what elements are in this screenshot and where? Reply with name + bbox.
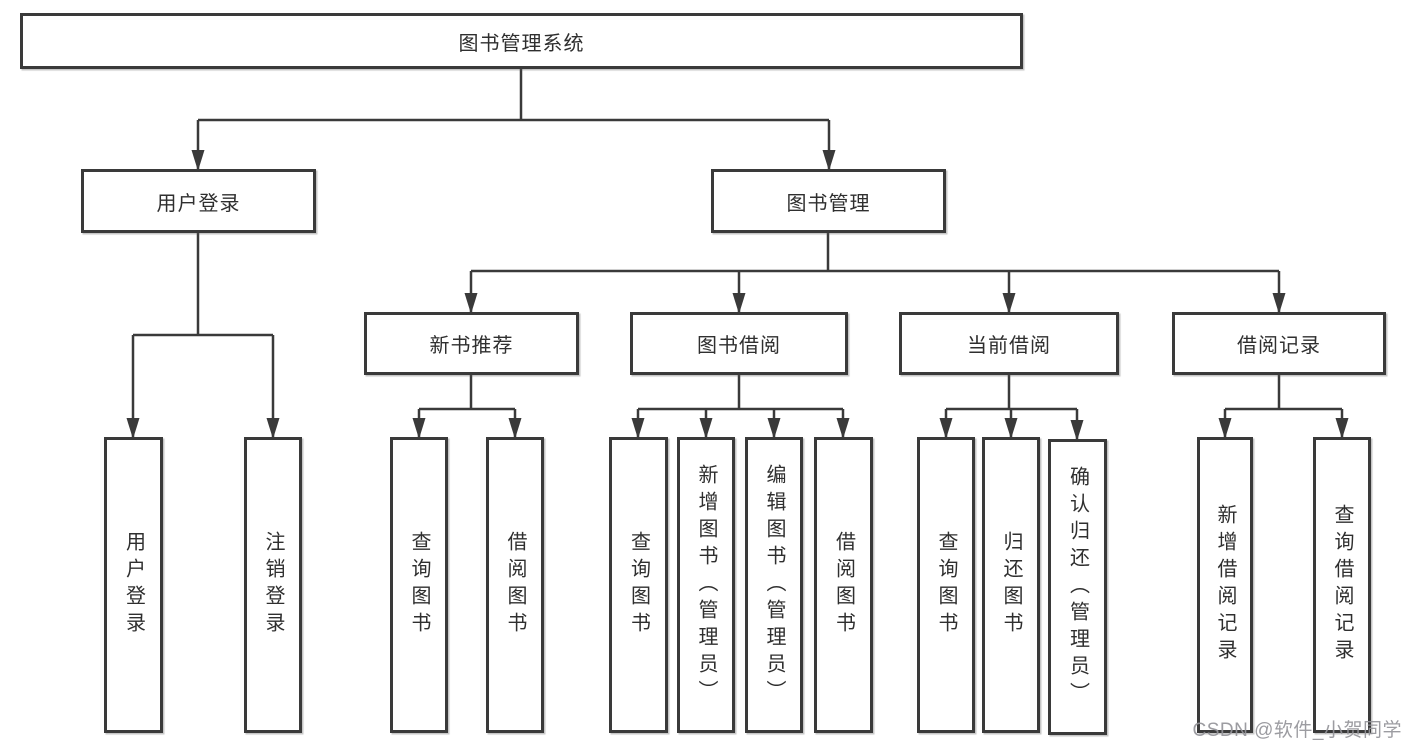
node-new-book-recommendation: 新书推荐: [364, 312, 579, 375]
connector-book-mgmt-branch: [471, 233, 1279, 273]
leaf-newbook-borrow-books-label: 借阅图书: [504, 531, 526, 639]
node-borrowing-records-label: 借阅记录: [1237, 335, 1321, 357]
leaf-borrowing-borrow-books: 借阅图书: [814, 437, 873, 733]
leaf-records-add-record: 新增借阅记录: [1197, 437, 1253, 733]
leaf-borrowing-query-books-label: 查询图书: [627, 531, 650, 639]
connector-book-borrow-branch: [638, 375, 843, 411]
leaf-logout: 注销登录: [244, 437, 302, 733]
node-book-management-label: 图书管理: [786, 192, 871, 215]
leaf-records-query-record: 查询借阅记录: [1313, 437, 1371, 733]
leaf-records-add-record-label: 新增借阅记录: [1214, 504, 1236, 666]
leaf-newbook-borrow-books: 借阅图书: [486, 437, 544, 733]
csdn-watermark: CSDN @软件_小贺同学: [1192, 720, 1402, 741]
node-book-borrowing-label: 图书借阅: [697, 335, 781, 357]
leaf-borrowing-add-books-admin-label: 新增图书（管理员）: [695, 463, 717, 707]
node-library-system: 图书管理系统: [20, 13, 1023, 69]
connector-borrow-record-branch: [1225, 375, 1342, 411]
connector-user-login-branch: [133, 233, 273, 337]
connector-new-book-branch: [419, 375, 515, 411]
leaf-logout-label: 注销登录: [262, 531, 284, 639]
node-book-management: 图书管理: [711, 169, 946, 233]
node-borrowing-records: 借阅记录: [1172, 312, 1386, 375]
connector-root-branch: [198, 69, 829, 122]
node-user-login-label: 用户登录: [156, 192, 241, 215]
leaf-newbook-query-books: 查询图书: [390, 437, 448, 733]
leaf-current-return-books-label: 归还图书: [1000, 531, 1022, 639]
leaf-borrowing-edit-books-admin: 编辑图书（管理员）: [745, 437, 803, 733]
leaf-current-query-books-label: 查询图书: [935, 531, 957, 639]
node-current-borrowing: 当前借阅: [899, 312, 1119, 375]
leaf-current-return-books: 归还图书: [982, 437, 1040, 733]
node-new-book-recommendation-label: 新书推荐: [429, 335, 514, 357]
leaf-newbook-query-books-label: 查询图书: [408, 531, 430, 639]
leaf-user-login-label: 用户登录: [122, 531, 145, 639]
leaf-borrowing-borrow-books-label: 借阅图书: [832, 531, 855, 639]
leaf-current-confirm-return-admin-label: 确认归还（管理员）: [1066, 465, 1089, 709]
leaf-borrowing-query-books: 查询图书: [609, 437, 668, 733]
node-library-system-label: 图书管理系统: [458, 32, 585, 55]
leaf-user-login: 用户登录: [104, 437, 163, 733]
node-current-borrowing-label: 当前借阅: [967, 335, 1051, 357]
leaf-records-query-record-label: 查询借阅记录: [1331, 504, 1353, 666]
leaf-borrowing-add-books-admin: 新增图书（管理员）: [677, 437, 735, 733]
leaf-current-confirm-return-admin: 确认归还（管理员）: [1048, 439, 1107, 735]
node-book-borrowing: 图书借阅: [630, 312, 848, 375]
leaf-current-query-books: 查询图书: [917, 437, 975, 733]
connector-current-borrow-branch: [946, 375, 1077, 411]
node-user-login: 用户登录: [81, 169, 316, 233]
leaf-borrowing-edit-books-admin-label: 编辑图书（管理员）: [763, 463, 785, 707]
